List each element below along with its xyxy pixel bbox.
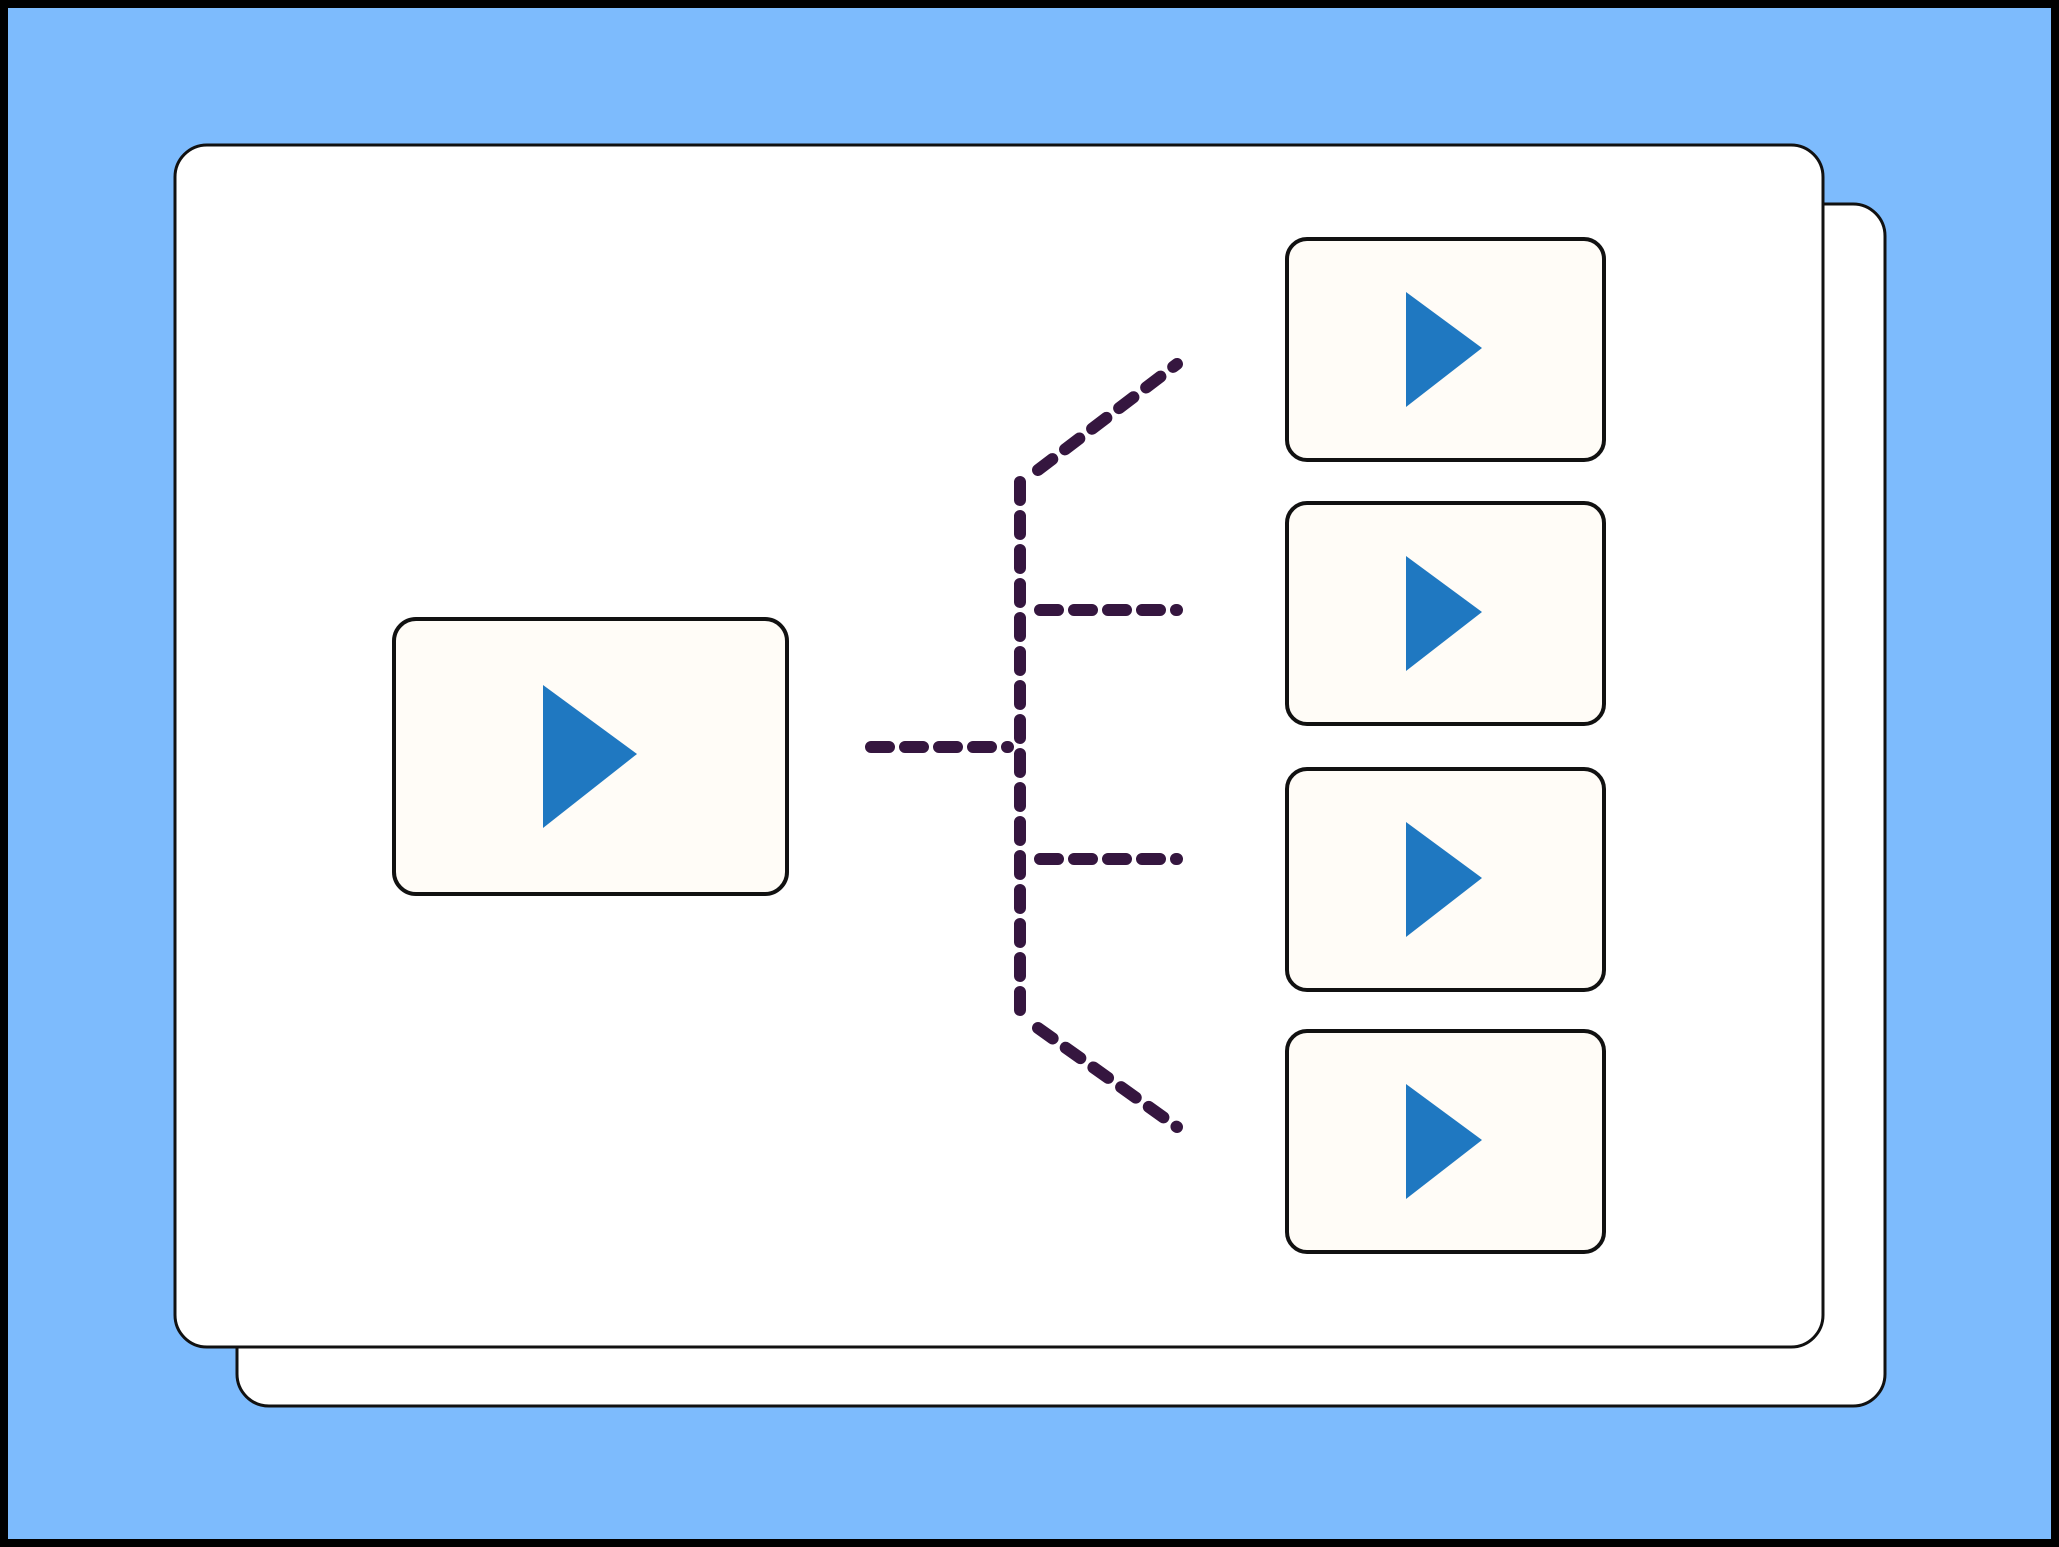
output-video-thumbnail: [1285, 1029, 1606, 1254]
play-icon: [543, 685, 637, 828]
play-icon: [1406, 556, 1482, 671]
branch-connector: [865, 358, 1183, 1133]
output-video-thumbnail: [1285, 767, 1606, 992]
output-video-thumbnail: [1285, 501, 1606, 726]
output-video-thumbnail: [1285, 237, 1606, 462]
source-video-thumbnail: [392, 617, 789, 896]
play-icon: [1406, 292, 1482, 407]
play-icon: [1406, 1084, 1482, 1199]
connector-branch-4: [1032, 1022, 1183, 1133]
connector-branch-1: [1032, 358, 1183, 476]
play-icon: [1406, 822, 1482, 937]
